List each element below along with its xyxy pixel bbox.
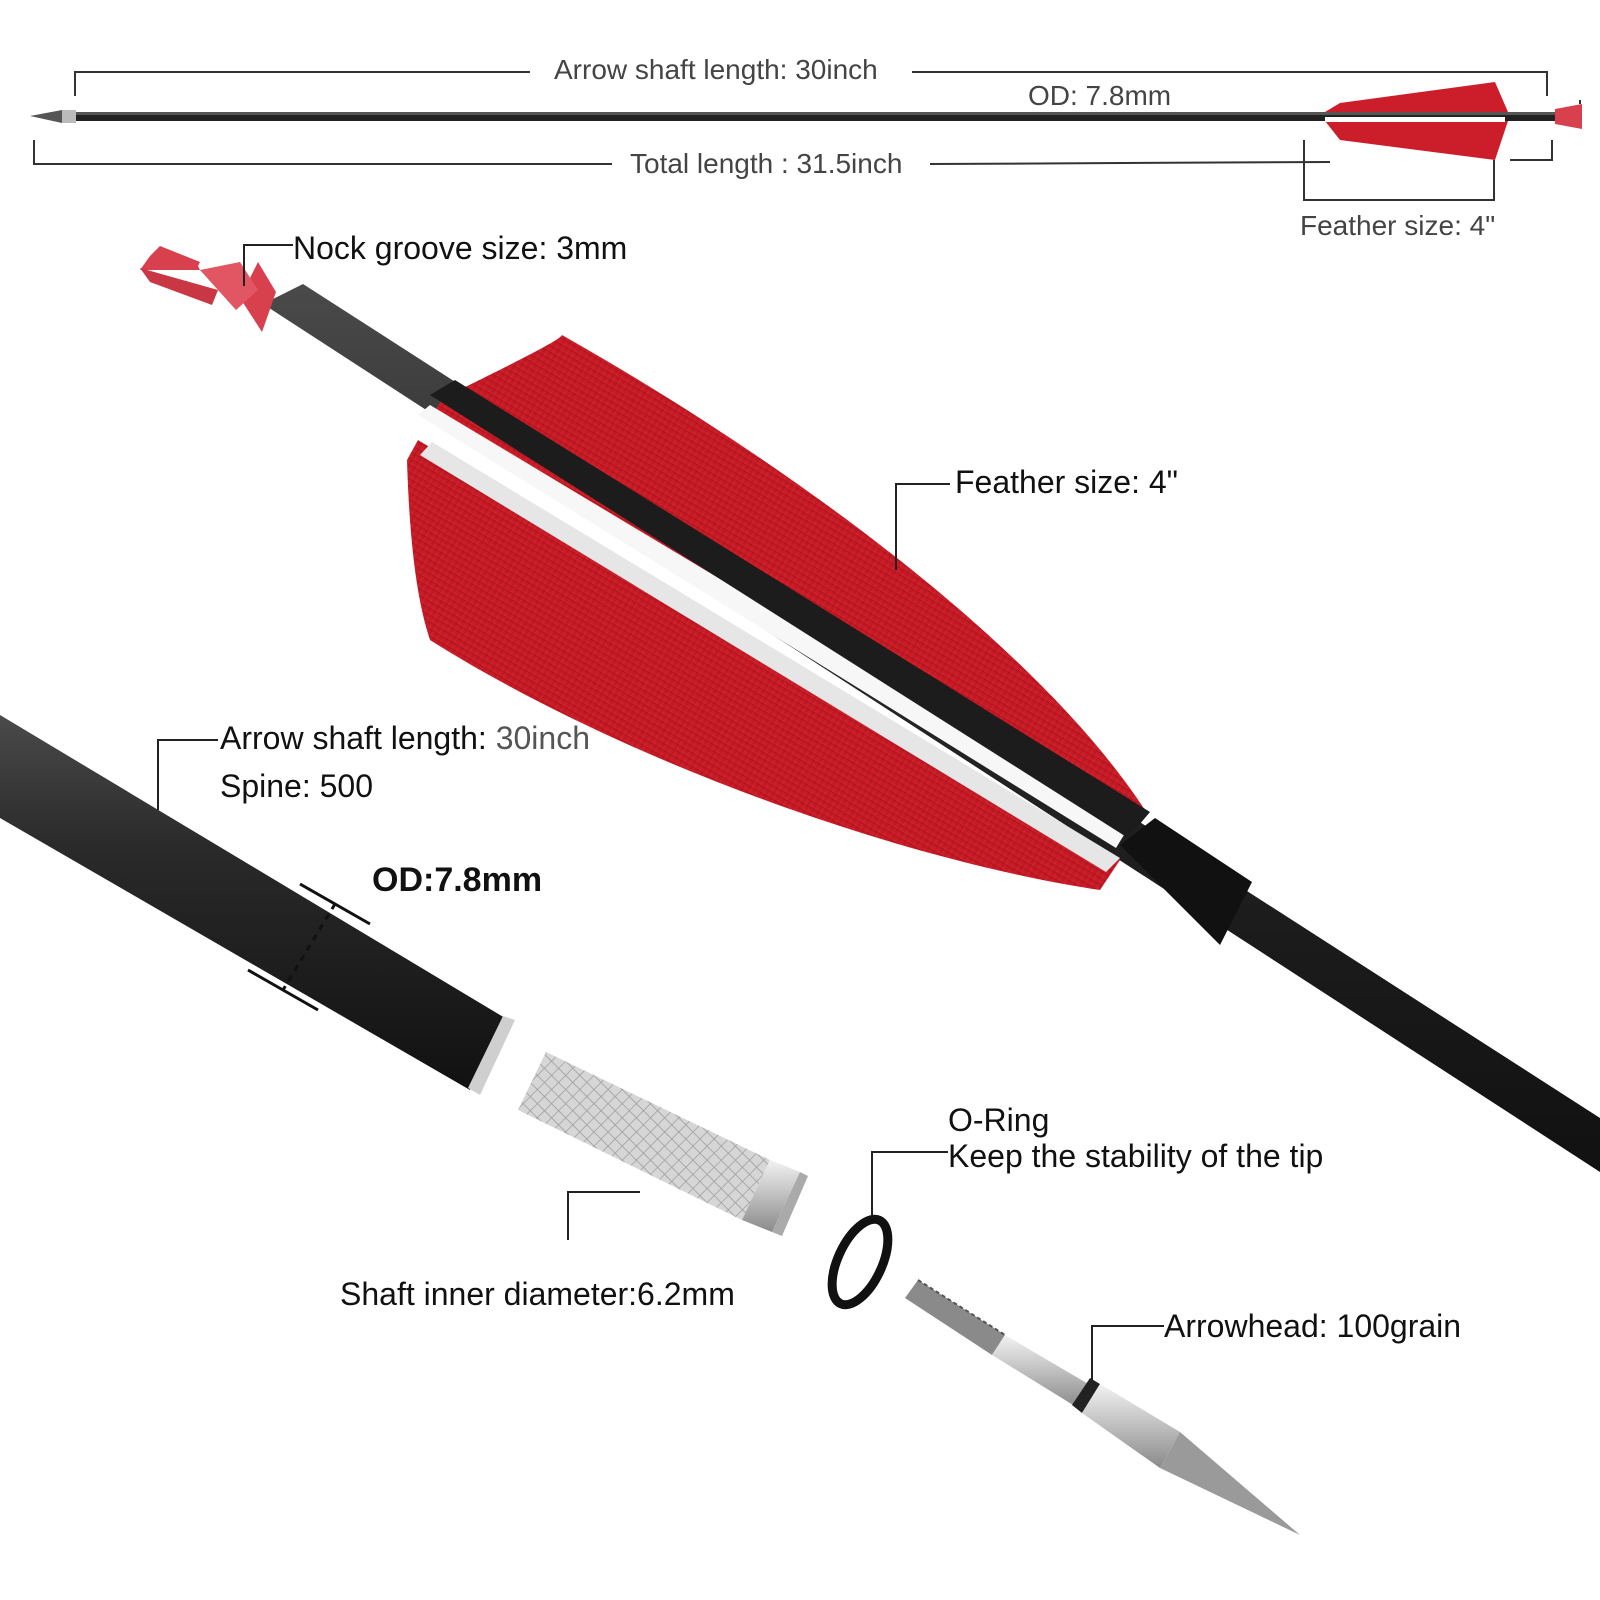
shaft-length-label: Arrow shaft length: 30inch: [220, 720, 590, 756]
top-shaft-length-label: Arrow shaft length: 30inch: [554, 54, 878, 85]
component-breakdown: [0, 715, 1300, 1535]
closeup-feather-white: [418, 405, 1130, 848]
top-feather-lower: [1325, 121, 1508, 160]
lower-shaft-end-ring: [468, 1016, 515, 1095]
top-arrow: [30, 71, 1582, 201]
insert: [518, 1052, 808, 1236]
top-feather-upper: [1325, 82, 1508, 112]
lower-shaft: [0, 715, 505, 1090]
top-shaft: [75, 112, 1555, 121]
o-ring-shape: [827, 1214, 893, 1310]
arrowhead-label: Arrowhead: 100grain: [1164, 1308, 1462, 1344]
nock-groove-label: Nock groove size: 3mm: [293, 230, 628, 266]
top-feather-size-label: Feather size: 4": [1300, 210, 1496, 241]
top-dimension-lines: [33, 71, 1581, 201]
arrowhead: [905, 1279, 1300, 1535]
closeup-wrap: [1120, 818, 1252, 945]
o-ring-description: Keep the stability of the tip: [948, 1138, 1324, 1174]
feather-size-label: Feather size: 4": [955, 464, 1179, 500]
top-arrowhead: [30, 110, 62, 123]
od-marker: [247, 882, 371, 1012]
od-label: OD:7.8mm: [372, 861, 543, 899]
leader-lines: [157, 244, 1164, 1395]
spine-label: Spine: 500: [220, 768, 374, 804]
top-total-length-label: Total length : 31.5inch: [630, 148, 903, 179]
inner-diameter-label: Shaft inner diameter:6.2mm: [340, 1276, 735, 1312]
top-nock: [1555, 104, 1582, 129]
shaft-length-prefix: Arrow shaft length:: [220, 720, 496, 756]
closeup-nock: [140, 246, 276, 332]
shaft-length-value: 30inch: [495, 720, 590, 756]
fletching-closeup: [140, 246, 1600, 1172]
top-od-label: OD: 7.8mm: [1028, 80, 1172, 106]
o-ring-title: O-Ring: [948, 1102, 1050, 1138]
